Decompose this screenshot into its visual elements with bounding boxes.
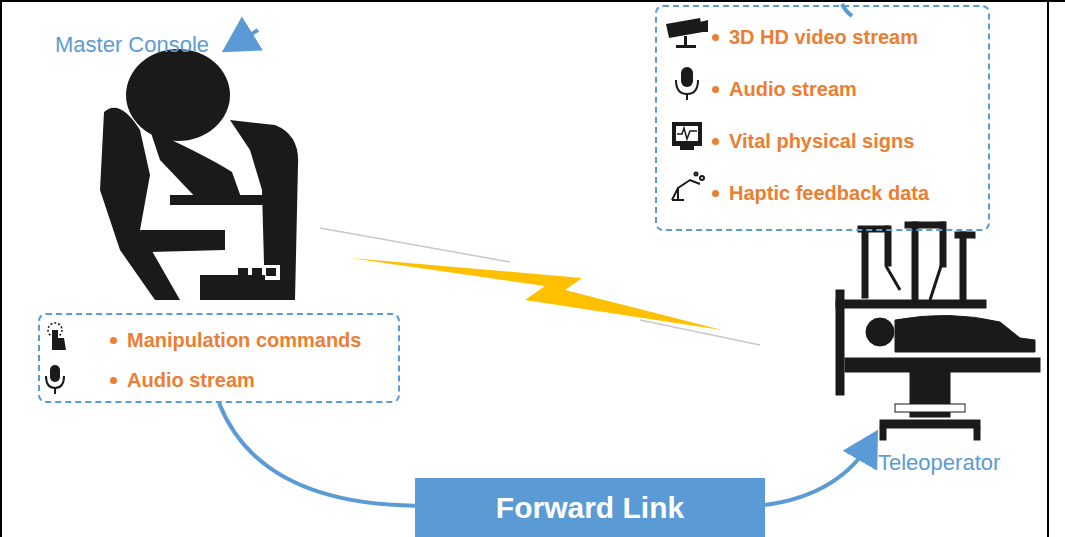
bullet-dot [110, 377, 117, 384]
frame-line [0, 0, 2, 537]
signal-line [640, 320, 760, 345]
monitor-icon [672, 122, 702, 150]
list-row: Haptic feedback data [712, 167, 988, 219]
camera-icon [666, 18, 708, 48]
list-row: Vital physical signs [712, 115, 988, 167]
bullet-dot [712, 190, 719, 197]
list-item: Vital physical signs [729, 130, 914, 153]
title-label: Master Console [55, 32, 209, 58]
microphone-icon [676, 67, 698, 100]
list-item: Audio stream [127, 369, 255, 392]
link-curve [219, 403, 415, 506]
bullet-dot [712, 34, 719, 41]
pointer-arrow [232, 30, 258, 46]
touch-icon [48, 323, 66, 350]
list-item: Haptic feedback data [729, 182, 929, 205]
data-list-box: Manipulation commandsAudio stream [38, 313, 400, 403]
list-row: 3D HD video stream [712, 11, 988, 63]
lightning-bolt [350, 258, 722, 330]
link-box: Forward Link [415, 478, 765, 537]
list-row: Manipulation commands [110, 320, 398, 360]
bullet-dot [712, 86, 719, 93]
list-row: Audio stream [110, 360, 398, 400]
bullet-dot [110, 337, 117, 344]
robot-figure [836, 222, 1040, 440]
frame-line [0, 0, 1065, 2]
link-label: Forward Link [496, 491, 684, 525]
list-item: 3D HD video stream [729, 26, 918, 49]
list-item: Audio stream [729, 78, 857, 101]
data-list-box: 3D HD video streamAudio streamVital phys… [655, 5, 990, 231]
robot-arm-icon [672, 173, 704, 201]
list-row: Audio stream [712, 63, 988, 115]
teleoperator-label: Teleoperator [878, 450, 1000, 476]
microphone-icon [46, 365, 64, 394]
signal-line [320, 228, 510, 262]
frame-line [1047, 0, 1049, 537]
list-item: Manipulation commands [127, 329, 361, 352]
bullet-dot [712, 138, 719, 145]
surgeon-figure [100, 49, 298, 300]
link-arrow [765, 440, 872, 505]
